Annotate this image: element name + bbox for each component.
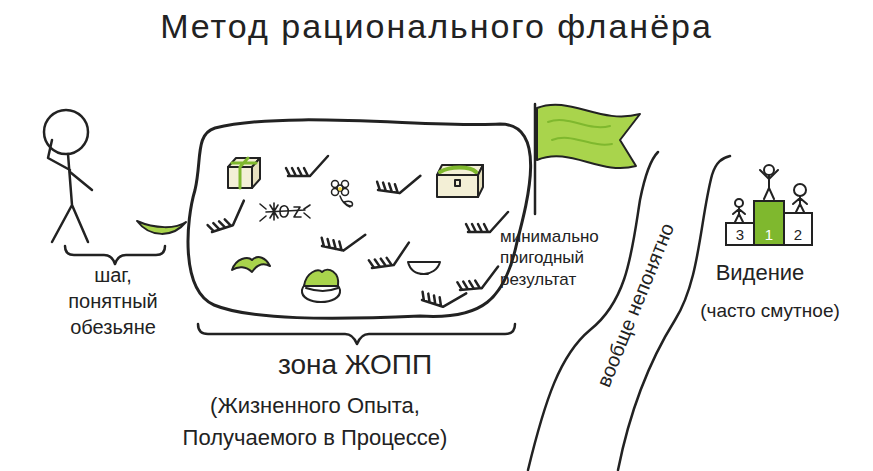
stick-figure: [44, 110, 92, 242]
treasure-chest: [437, 165, 483, 197]
unclear-label: вообще непонятно: [591, 220, 679, 391]
podium-step: 2: [783, 212, 813, 246]
vision-note: (часто смутное): [672, 300, 868, 323]
zone-outline: [188, 120, 531, 318]
rakes: [204, 156, 508, 312]
pot: [302, 270, 340, 302]
step-number: 2: [794, 227, 802, 245]
zone-subtitle: (Жизненного Опыта, Получаемого в Процесс…: [150, 390, 480, 454]
podium-step: 1: [753, 200, 785, 246]
step-label: шаг, понятный обезьяне: [52, 262, 174, 340]
result-label: минимально пригодный результат: [500, 226, 618, 290]
flower: [332, 181, 353, 208]
gift-box: [228, 158, 260, 188]
brace: [198, 324, 515, 344]
title: Метод рационального фланёра: [0, 6, 873, 47]
banana-peel: [232, 257, 270, 272]
zone-label: зона ЖОПП: [230, 348, 480, 382]
bug-scribble: [260, 203, 310, 221]
step-number: 3: [736, 227, 744, 245]
brace: [65, 246, 165, 264]
vision-label: Видение: [700, 260, 820, 286]
step-number: 1: [765, 227, 773, 245]
banana: [137, 221, 186, 234]
podium-step: 3: [725, 222, 755, 246]
flag: [535, 104, 640, 214]
bowl: [408, 262, 440, 274]
